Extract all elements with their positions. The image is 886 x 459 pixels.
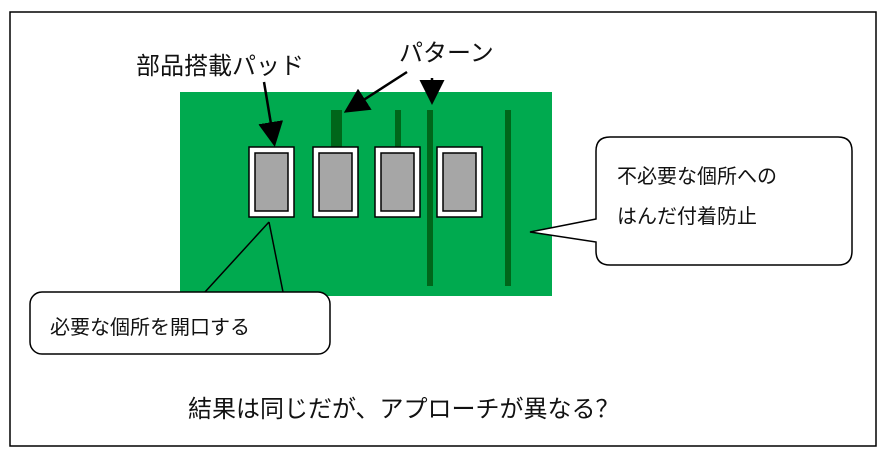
pattern-trace-long-2 [505, 110, 511, 286]
opening-label: 必要な個所を開口する [50, 315, 250, 339]
pattern-trace-short [395, 110, 401, 148]
pad-arrow [258, 81, 284, 147]
component-pad-3 [374, 146, 421, 218]
opening-callout-box [29, 291, 331, 355]
outer-frame [9, 11, 877, 447]
component-pad-4 [436, 146, 483, 218]
mask-label-line-2: はんだ付着防止 [617, 204, 757, 228]
pattern-arrow-1 [343, 70, 408, 113]
component-pad-2 [312, 146, 359, 218]
pattern-trace-wide [331, 110, 342, 148]
mask-callout-bubble [529, 136, 853, 266]
pattern-trace-long-1 [427, 110, 433, 286]
pattern-label: パターン [399, 39, 494, 67]
pcb-board [180, 92, 552, 296]
conclusion-text: 結果は同じだが、アプローチが異なる？ [188, 395, 620, 423]
component-pad-1 [248, 146, 295, 218]
opening-leader-2 [268, 221, 284, 293]
mask-label-line-1: 不必要な個所への [617, 164, 777, 188]
opening-leader-1 [204, 221, 270, 293]
pad-label: 部品搭載パッド [136, 52, 304, 80]
